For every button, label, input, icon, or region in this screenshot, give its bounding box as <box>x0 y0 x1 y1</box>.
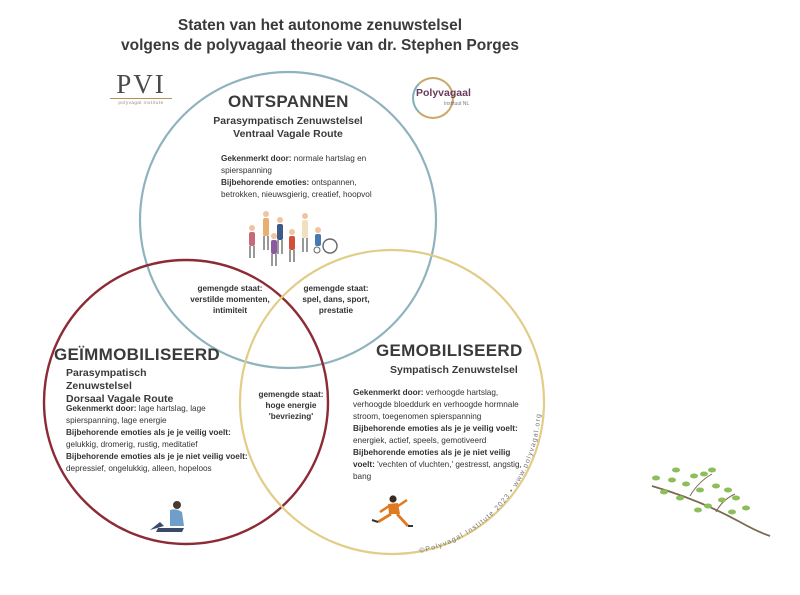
title-line-1: Staten van het autonome zenuwstelsel <box>177 17 463 34</box>
pvi-logo: PVI polyvagal institute <box>110 70 172 105</box>
geimmobiliseerd-title: GEÏMMOBILISEERD <box>54 345 221 364</box>
sitting-person-icon <box>150 501 184 532</box>
gemobiliseerd-subtitle: Sympatisch Zenuwstelsel <box>390 364 518 376</box>
branch-with-leaves-icon <box>651 467 771 537</box>
pvi-logo-text: PVI <box>116 69 166 99</box>
page-title: Staten van het autonome zenuwstelsel vol… <box>70 16 570 56</box>
geimmobiliseerd-circle <box>42 258 330 546</box>
mixed-state-top-left: gemengde staat: verstilde momenten, inti… <box>190 284 270 315</box>
polyvagaal-logo: Polyvagaal Instituut NL <box>406 75 486 125</box>
running-person-icon <box>371 495 413 527</box>
gemobiliseerd-circle <box>238 248 546 556</box>
polyvagaal-logo-subtitle: Instituut NL <box>444 101 470 107</box>
geimmobiliseerd-description: Gekenmerkt door: lage hartslag, lage spi… <box>66 404 248 473</box>
gemobiliseerd-title: GEMOBILISEERD <box>376 341 523 360</box>
polyvagaal-logo-ring <box>412 77 454 119</box>
gemobiliseerd-description: Gekenmerkt door: verhoogde hartslag, ver… <box>353 388 522 481</box>
ontspannen-subtitle: Parasympatisch Zenuwstelsel Ventraal Vag… <box>213 115 363 140</box>
mixed-state-top-right: gemengde staat: spel, dans, sport, prest… <box>302 284 370 315</box>
ontspannen-circle <box>138 70 438 370</box>
geimmobiliseerd-subtitle: Parasympatisch Zenuwstelsel Dorsaal Vaga… <box>66 367 174 405</box>
mixed-state-bottom: gemengde staat: hoge energie 'bevriezing… <box>258 390 324 421</box>
polyvagaal-logo-name: Polyvagaal <box>416 87 471 99</box>
ontspannen-title: ONTSPANNEN <box>228 92 349 111</box>
ontspannen-description: Gekenmerkt door: normale hartslag en spi… <box>221 154 372 199</box>
group-of-people-icon <box>249 211 338 266</box>
title-line-2: volgens de polyvagaal theorie van dr. St… <box>121 37 519 54</box>
pvi-logo-subtitle: polyvagal institute <box>110 98 172 105</box>
